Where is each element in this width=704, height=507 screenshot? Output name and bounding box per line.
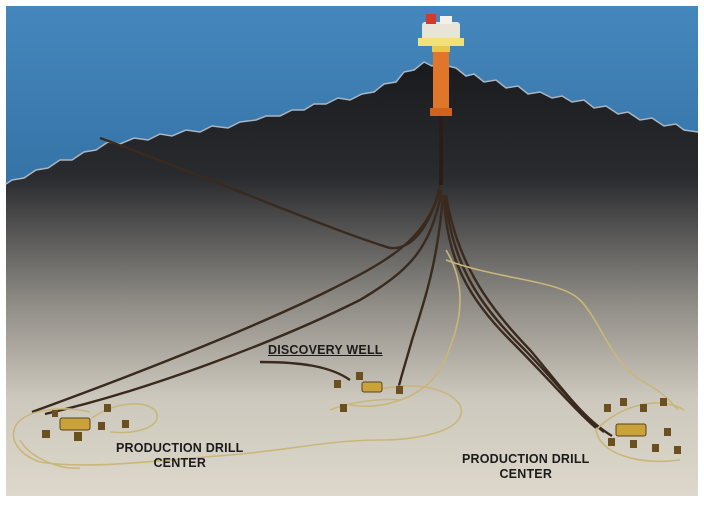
drill-center-right-label-line2: CENTER [499,467,553,481]
flowlines [31,136,613,438]
discovery-well-label-text: DISCOVERY WELL [268,343,383,357]
floating-platform [418,14,464,185]
drill-center-left-equipment [42,404,129,441]
drill-center-left-label: PRODUCTION DRILL CENTER [116,441,244,471]
discovery-well-label: DISCOVERY WELL [268,343,383,358]
drill-center-left-label-line2: CENTER [153,456,207,470]
drill-center-right-label: PRODUCTION DRILL CENTER [462,452,590,482]
umbilicals [12,249,685,469]
drill-center-left-label-line1: PRODUCTION DRILL [116,441,244,455]
sea-surface [6,6,698,184]
drill-center-right-label-line1: PRODUCTION DRILL [462,452,590,466]
drill-center-right-equipment [604,398,681,454]
sea-surface-edge [5,61,699,185]
discovery-well-equipment [334,372,403,412]
